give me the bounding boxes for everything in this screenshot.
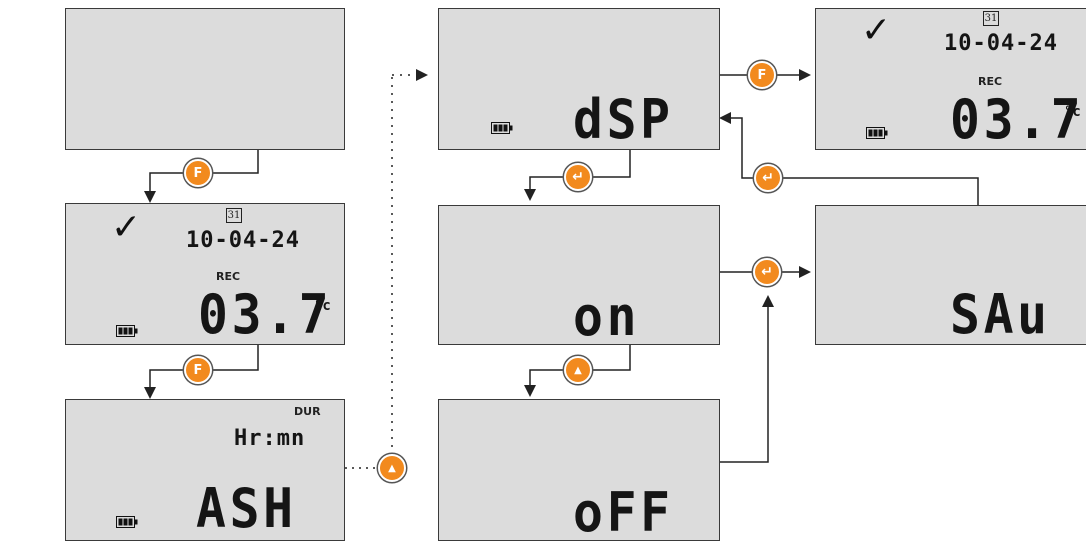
unit-label: °c	[314, 298, 331, 314]
duration-label: DUR	[294, 405, 321, 418]
save-value: SAu	[950, 283, 1051, 346]
lcd-screen-rec: ✓ 31 10-04-24 REC 03.7 °c	[65, 203, 345, 345]
date-readout: 10-04-24	[944, 31, 1058, 56]
temperature-value: 03.7	[198, 283, 333, 346]
check-icon: ✓	[111, 207, 142, 248]
lcd-screen-rec-confirm: ✓ 31 10-04-24 REC 03.7 °c	[815, 8, 1086, 150]
lcd-screen-save: SAu	[815, 205, 1086, 345]
option-on-value: on	[573, 285, 641, 348]
battery-icon	[116, 516, 138, 528]
enter-icon: ↵	[762, 170, 774, 186]
lcd-screen-dsp: dSP	[438, 8, 720, 150]
calendar-icon: 31	[226, 208, 242, 223]
enter-icon: ↵	[761, 264, 773, 280]
up-arrow-button[interactable]: ▲	[564, 356, 592, 384]
mode-value: ASH	[196, 477, 297, 540]
up-arrow-icon: ▲	[574, 364, 582, 376]
f-button[interactable]: F	[184, 159, 212, 187]
status-label: REC	[216, 270, 241, 283]
lcd-screen-blank	[65, 8, 345, 150]
lcd-screen-on: on	[438, 205, 720, 345]
enter-button[interactable]: ↵	[564, 163, 592, 191]
lcd-screen-off: oFF	[438, 399, 720, 541]
unit-label: °c	[1064, 104, 1081, 120]
check-icon: ✓	[861, 10, 892, 51]
enter-icon: ↵	[572, 169, 584, 185]
option-off-value: oFF	[573, 481, 674, 544]
temperature-value: 03.7	[950, 88, 1085, 151]
battery-icon	[866, 127, 888, 139]
display-mode-value: dSP	[573, 88, 674, 151]
enter-button[interactable]: ↵	[753, 258, 781, 286]
battery-icon	[491, 122, 513, 134]
lcd-screen-dur: DUR Hr:mn ASH	[65, 399, 345, 541]
duration-unit: Hr:mn	[234, 426, 306, 451]
up-arrow-button[interactable]: ▲	[378, 454, 406, 482]
up-arrow-icon: ▲	[388, 462, 396, 474]
f-button[interactable]: F	[748, 61, 776, 89]
battery-icon	[116, 325, 138, 337]
status-label: REC	[978, 75, 1003, 88]
calendar-icon: 31	[983, 11, 999, 26]
date-readout: 10-04-24	[186, 228, 300, 253]
enter-button[interactable]: ↵	[754, 164, 782, 192]
f-button[interactable]: F	[184, 356, 212, 384]
